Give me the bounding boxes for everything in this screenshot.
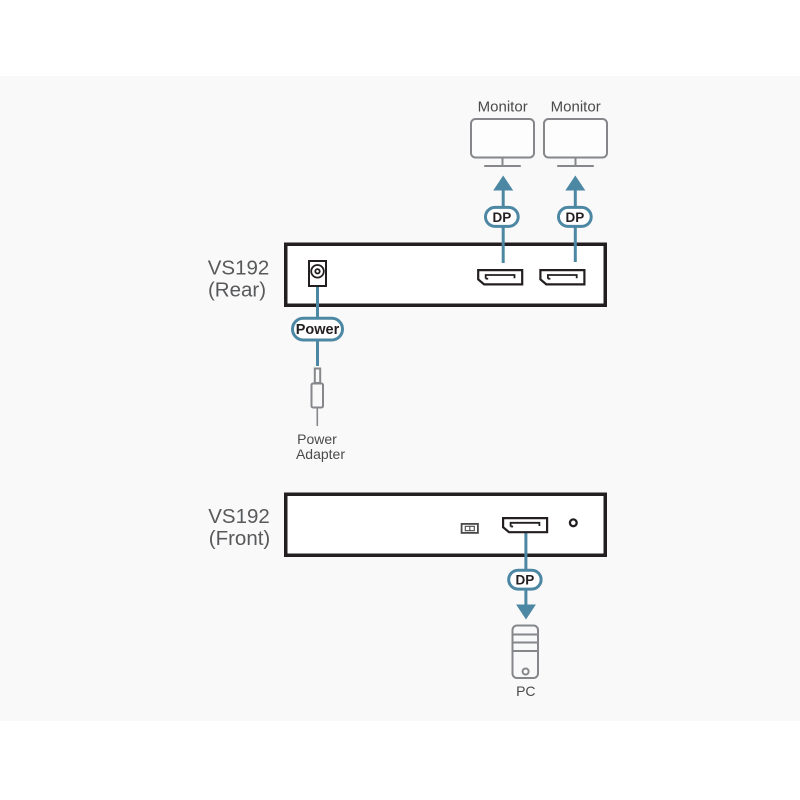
svg-text:DP: DP xyxy=(566,210,585,225)
svg-text:Adapter: Adapter xyxy=(296,446,345,462)
svg-text:PC: PC xyxy=(516,683,535,699)
svg-text:Power: Power xyxy=(297,431,337,447)
svg-text:(Rear): (Rear) xyxy=(208,279,266,302)
svg-text:(Front): (Front) xyxy=(209,527,271,550)
svg-text:DP: DP xyxy=(516,573,535,588)
svg-text:VS192: VS192 xyxy=(208,257,270,280)
svg-text:VS192: VS192 xyxy=(208,505,270,528)
svg-text:Monitor: Monitor xyxy=(478,99,528,116)
svg-text:DP: DP xyxy=(493,210,512,225)
svg-text:Power: Power xyxy=(296,322,340,338)
svg-text:Monitor: Monitor xyxy=(551,99,601,116)
